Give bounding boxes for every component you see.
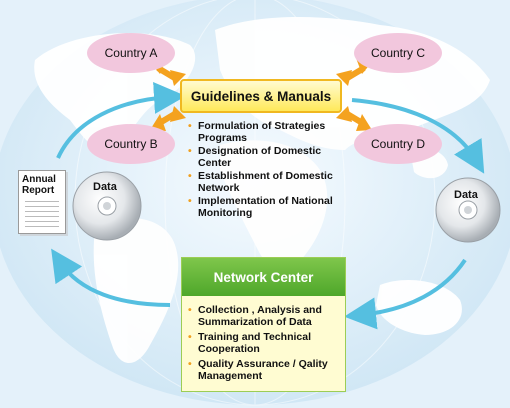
report-text-line <box>25 221 59 222</box>
disc-left <box>72 171 142 241</box>
arrowhead-guidelines-d <box>336 106 352 122</box>
cycle-arrows <box>51 81 485 330</box>
annual-report-title: Annual Report <box>22 174 56 196</box>
network-center-box: Network Center • Collection , Analysis an… <box>181 257 346 392</box>
south-america-shape <box>93 218 179 364</box>
annual-report-document: Annual Report <box>18 170 66 234</box>
step-text: Designation of Domestic Center <box>198 145 322 169</box>
bullet-icon: • <box>188 120 192 132</box>
cycle-arrow-data-to-network <box>344 258 467 330</box>
step-text: Establishment of Domestic Network <box>198 170 333 194</box>
data-right-label: Data <box>454 189 478 201</box>
bullet-icon: • <box>188 304 192 316</box>
bullet-icon: • <box>188 195 192 207</box>
country-b-ellipse: Country B <box>87 124 175 164</box>
list-item: • Formulation of Strategies Programs <box>186 120 348 144</box>
country-b-label: Country B <box>104 137 158 151</box>
australia-shape <box>376 280 462 335</box>
arrowhead-country-d <box>356 114 372 131</box>
network-center-title: Network Center <box>213 269 314 285</box>
step-text: Implementation of National Monitoring <box>198 195 333 219</box>
report-text-line <box>25 216 59 217</box>
list-item: • Collection , Analysis and Summarization… <box>186 304 341 328</box>
network-center-tasks-list: • Collection , Analysis and Summarization… <box>182 296 345 382</box>
bullet-icon: • <box>188 170 192 182</box>
network-center-header: Network Center <box>182 258 345 296</box>
bullet-icon: • <box>188 145 192 157</box>
list-item: • Implementation of National Monitoring <box>186 195 348 219</box>
report-text-line <box>25 226 59 227</box>
report-text-line <box>25 201 59 202</box>
cycle-arrow-network-to-report <box>51 248 171 307</box>
cycle-arrow-guidelines-to-data <box>351 98 485 174</box>
arrowhead-guidelines-b <box>170 106 186 122</box>
country-a-label: Country A <box>104 46 158 60</box>
report-text-line <box>25 211 59 212</box>
arrowhead-guidelines-a <box>170 70 186 86</box>
task-text: Training and Technical Cooperation <box>198 331 311 355</box>
guidelines-box: Guidelines & Manuals <box>180 79 342 113</box>
country-d-ellipse: Country D <box>354 124 442 164</box>
disc-right <box>435 177 501 243</box>
cycle-arrow-report-to-guidelines <box>56 81 186 159</box>
country-d-label: Country D <box>370 137 426 151</box>
report-text-line <box>25 206 59 207</box>
bullet-icon: • <box>188 358 192 370</box>
guidelines-title: Guidelines & Manuals <box>190 88 332 104</box>
list-item: • Quality Assurance / Qality Management <box>186 358 341 382</box>
country-c-ellipse: Country C <box>354 33 442 73</box>
list-item: • Training and Technical Cooperation <box>186 331 341 355</box>
data-left-label: Data <box>93 181 117 193</box>
task-text: Quality Assurance / Qality Management <box>198 358 328 382</box>
arrowhead-guidelines-c <box>336 70 352 86</box>
step-text: Formulation of Strategies Programs <box>198 120 326 144</box>
task-text: Collection , Analysis and Summarization … <box>198 304 322 328</box>
country-c-label: Country C <box>370 46 426 60</box>
country-a-ellipse: Country A <box>87 33 175 73</box>
list-item: • Establishment of Domestic Network <box>186 170 348 194</box>
africa-shape <box>220 140 328 270</box>
list-item: • Designation of Domestic Center <box>186 145 348 169</box>
guidelines-steps-list: • Formulation of Strategies Programs • Des… <box>186 120 348 220</box>
bullet-icon: • <box>188 331 192 343</box>
